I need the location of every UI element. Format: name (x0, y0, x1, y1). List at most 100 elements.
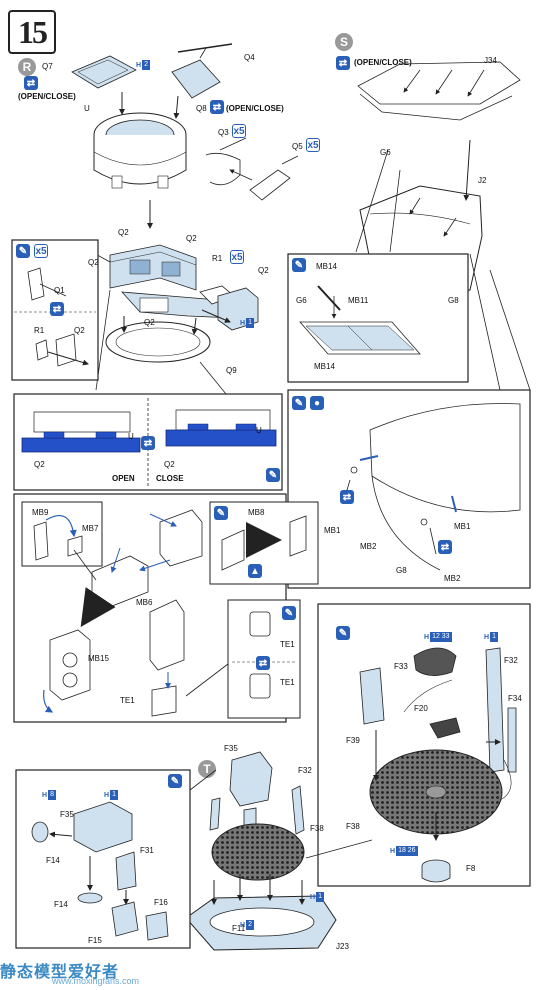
part-g8-b: G8 (396, 566, 407, 575)
part-f38: F38 (346, 822, 360, 831)
part-f31: F31 (140, 846, 154, 855)
part-u: U (84, 104, 90, 113)
glue-icon-openclose: ✎ (266, 468, 280, 482)
paint-icon-mb1: ● (310, 396, 324, 410)
part-q1: Q1 (54, 286, 65, 295)
part-mb2-a: MB2 (360, 542, 377, 551)
part-te1: TE1 (120, 696, 135, 705)
glue-icon-te1: ✎ (282, 606, 296, 620)
glue-icon-mb14: ✎ (292, 258, 306, 272)
direction-icon-mb8: ▲ (248, 564, 262, 578)
part-te1-b: TE1 (280, 640, 295, 649)
open-close-icon-r: ⇄ (24, 76, 38, 90)
part-f14-b: F14 (54, 900, 68, 909)
close-label: CLOSE (156, 474, 184, 483)
part-q8: Q8 (196, 104, 207, 113)
part-f32: F32 (504, 656, 518, 665)
part-f32-b: F32 (298, 766, 312, 775)
count-q5: x5 (306, 138, 320, 152)
part-f20: F20 (414, 704, 428, 713)
part-j34: J34 (484, 56, 497, 65)
part-mb15: MB15 (88, 654, 109, 663)
part-mb1-a: MB1 (324, 526, 341, 535)
part-q3: Q3 (218, 128, 229, 137)
part-f16: F16 (154, 898, 168, 907)
count-q1-box: x5 (34, 244, 48, 258)
part-f38-b: F38 (310, 824, 324, 833)
open-close-label-r: (OPEN/CLOSE) (18, 92, 76, 101)
part-f11: F11 (232, 924, 246, 933)
part-r1-detail: R1 (34, 326, 45, 335)
open-close-icon-q8: ⇄ (210, 100, 224, 114)
part-f14: F14 (46, 856, 60, 865)
part-r1: R1 (212, 254, 223, 263)
part-q5: Q5 (292, 142, 303, 151)
part-g6: G6 (380, 148, 391, 157)
open-close-icon-mb1-b: ⇄ (438, 540, 452, 554)
watermark: 静态模型爱好者 (0, 964, 120, 981)
part-f33: F33 (394, 662, 408, 671)
part-mb11: MB11 (348, 296, 369, 305)
part-u-close: U (256, 426, 262, 435)
part-mb1-b: MB1 (454, 522, 471, 531)
open-close-icon-s: ⇄ (336, 56, 350, 70)
count-r1: x5 (230, 250, 244, 264)
part-f39: F39 (346, 736, 360, 745)
part-q2-detail: Q2 (74, 326, 85, 335)
badge-r: R (18, 58, 36, 76)
glue-icon-f14: ✎ (168, 774, 182, 788)
open-close-label-s: (OPEN/CLOSE) (354, 58, 412, 67)
part-mb2-b: MB2 (444, 574, 461, 583)
part-q2-c: Q2 (88, 258, 99, 267)
part-u-open: U (128, 432, 134, 441)
part-q4: Q4 (244, 53, 255, 62)
part-mb8: MB8 (248, 508, 265, 517)
open-close-icon-te1: ⇄ (256, 656, 270, 670)
part-f34: F34 (508, 694, 522, 703)
part-f35: F35 (224, 744, 238, 753)
part-j23: J23 (336, 942, 349, 951)
part-f8: F8 (466, 864, 476, 873)
part-q2-a: Q2 (118, 228, 129, 237)
open-close-label-q8: (OPEN/CLOSE) (226, 104, 284, 113)
part-j2: J2 (478, 176, 487, 185)
step-number: 15 (8, 10, 56, 54)
open-close-icon-mid: ⇄ (141, 436, 155, 450)
part-f15: F15 (88, 936, 102, 945)
part-q2-open: Q2 (34, 460, 45, 469)
part-mb14-b: MB14 (314, 362, 335, 371)
part-te1-c: TE1 (280, 678, 295, 687)
count-q3: x5 (232, 124, 246, 138)
part-mb7: MB7 (82, 524, 99, 533)
part-f35-b: F35 (60, 810, 74, 819)
part-q2-close: Q2 (164, 460, 175, 469)
open-close-icon-detail: ⇄ (50, 302, 64, 316)
watermark-url: www.moxingfans.com (52, 976, 140, 986)
part-mb6: MB6 (136, 598, 153, 607)
glue-icon-mb8: ✎ (214, 506, 228, 520)
part-q7: Q7 (42, 62, 53, 71)
glue-icon-f: ✎ (336, 626, 350, 640)
part-mb14-a: MB14 (316, 262, 337, 271)
badge-s: S (335, 33, 353, 51)
part-q2-d: Q2 (258, 266, 269, 275)
glue-icon-mb1: ✎ (292, 396, 306, 410)
open-label: OPEN (112, 474, 135, 483)
part-q2-b: Q2 (186, 234, 197, 243)
part-g8: G8 (448, 296, 459, 305)
part-q2-e: Q2 (144, 318, 155, 327)
part-q9: Q9 (226, 366, 237, 375)
open-close-icon-mb1-a: ⇄ (340, 490, 354, 504)
part-mb9: MB9 (32, 508, 49, 517)
